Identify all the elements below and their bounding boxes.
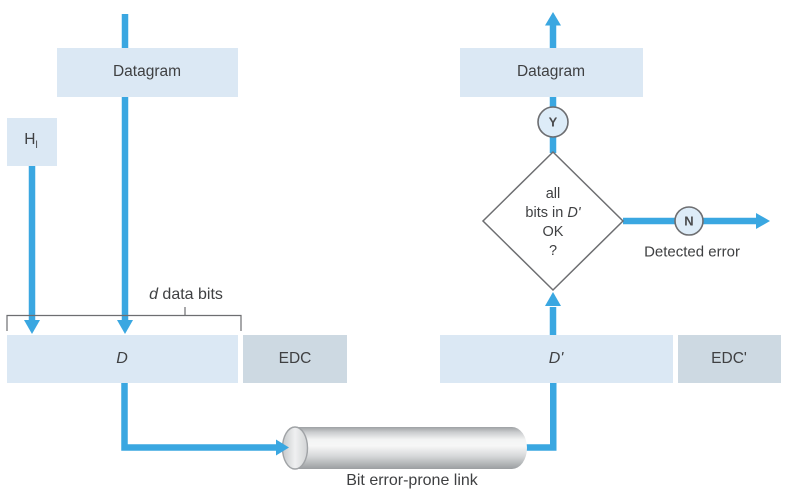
link-label: Bit error-prone link xyxy=(346,472,478,489)
decision-line-2-variable: D' xyxy=(567,205,581,221)
edc-prime-box xyxy=(678,335,781,383)
decision-line-3: OK xyxy=(542,224,564,240)
data-bits-variable: d xyxy=(149,286,158,303)
header-label: Hl xyxy=(24,131,37,151)
arrow-up-icon xyxy=(545,292,561,306)
arrow-up-icon xyxy=(545,12,561,26)
d-box xyxy=(7,335,238,383)
header-base: H xyxy=(24,131,36,148)
edc-box xyxy=(243,335,347,383)
arrow-right-icon xyxy=(756,213,770,229)
edc-label: EDC xyxy=(278,350,312,367)
no-label: N xyxy=(684,213,694,229)
link-cylinder xyxy=(281,426,527,470)
decision-line-2: bits in D' xyxy=(525,204,580,223)
data-bits-label: d data bits xyxy=(149,286,223,304)
receiver-datagram-box xyxy=(460,48,643,97)
link-to-dprime-line xyxy=(526,383,557,451)
d-prime-box xyxy=(440,335,673,383)
detected-error-label: Detected error xyxy=(644,243,740,261)
arrow-right-icon xyxy=(276,439,289,456)
d-prime-label: D' xyxy=(548,350,564,367)
arrow-down-icon xyxy=(117,320,133,334)
sender-datagram-box xyxy=(57,48,238,97)
header-subscript: l xyxy=(35,140,38,151)
receiver-datagram-label: Datagram xyxy=(516,63,586,80)
decision-line-4: ? xyxy=(548,243,558,259)
arrow-down-icon xyxy=(24,320,40,334)
yes-label: Y xyxy=(548,114,558,130)
d-label: D xyxy=(116,350,128,367)
sender-datagram-label: Datagram xyxy=(112,63,182,80)
decision-text: all bits in D' OK ? xyxy=(525,185,580,261)
data-bits-bracket xyxy=(6,314,242,331)
data-bits-text: data bits xyxy=(157,286,223,303)
d-to-link-line xyxy=(121,383,277,451)
decision-line-2-text: bits in xyxy=(525,205,568,221)
header-box xyxy=(7,118,57,166)
decision-line-1: all xyxy=(545,186,561,202)
edc-prime-label: EDC' xyxy=(711,350,747,367)
